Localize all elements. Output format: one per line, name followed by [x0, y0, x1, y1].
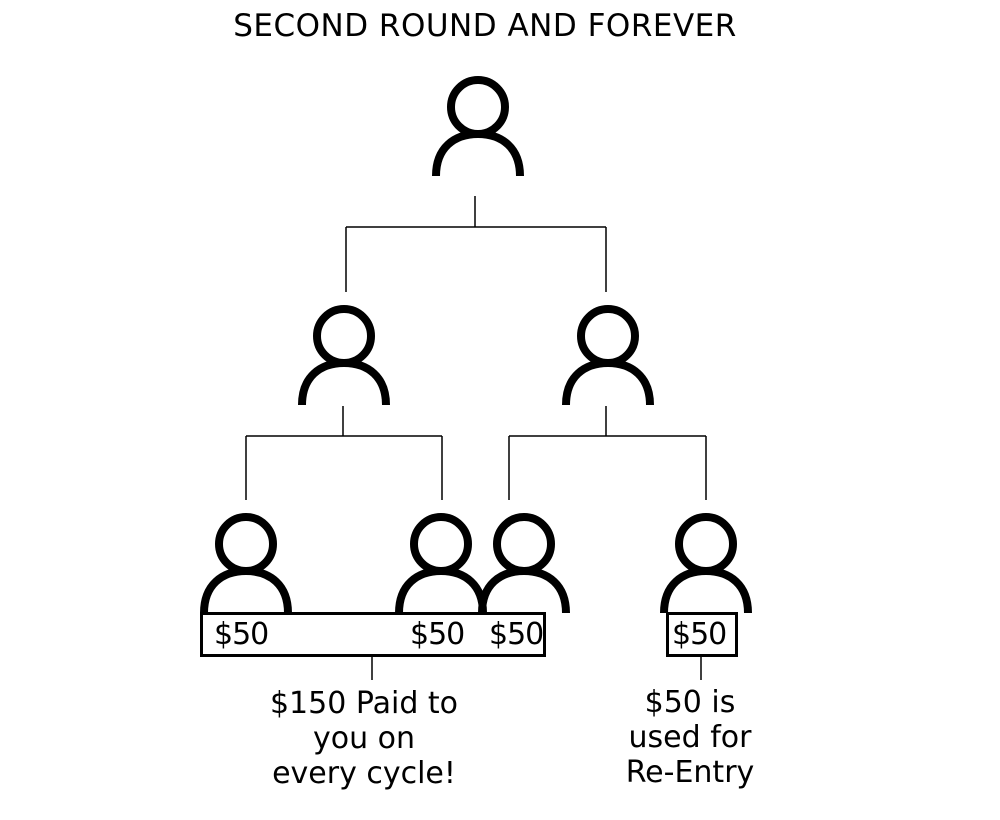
payout-caption-line-1: $150 Paid to: [269, 686, 459, 721]
reentry-caption: $50 is used for Re-Entry: [610, 685, 770, 790]
payout-amount-1: $50: [214, 617, 269, 652]
payout-caption-line-3: every cycle!: [272, 756, 456, 791]
grandchild-1-person-icon: [200, 513, 292, 614]
payout-amount-2: $50: [410, 617, 465, 652]
grandchild-3-person-icon: [478, 513, 570, 614]
left-child-person-icon: [298, 305, 390, 406]
reentry-amount-box: [666, 612, 738, 657]
payout-amounts-box: [200, 612, 546, 657]
reentry-amount: $50: [672, 617, 727, 652]
payout-amount-3: $50: [489, 617, 544, 652]
reentry-caption-line-3: Re-Entry: [625, 755, 755, 790]
right-child-person-icon: [562, 305, 654, 406]
grandchild-4-person-icon: [660, 513, 752, 614]
reentry-caption-line-1: $50 is: [644, 685, 736, 720]
payout-caption-line-2: you on: [312, 721, 416, 756]
grandchild-2-person-icon: [395, 513, 487, 614]
top-person-icon: [432, 76, 524, 177]
reentry-caption-line-2: used for: [628, 720, 752, 755]
payout-caption: $150 Paid to you on every cycle!: [244, 686, 484, 791]
diagram-title: SECOND ROUND AND FOREVER: [233, 8, 737, 44]
